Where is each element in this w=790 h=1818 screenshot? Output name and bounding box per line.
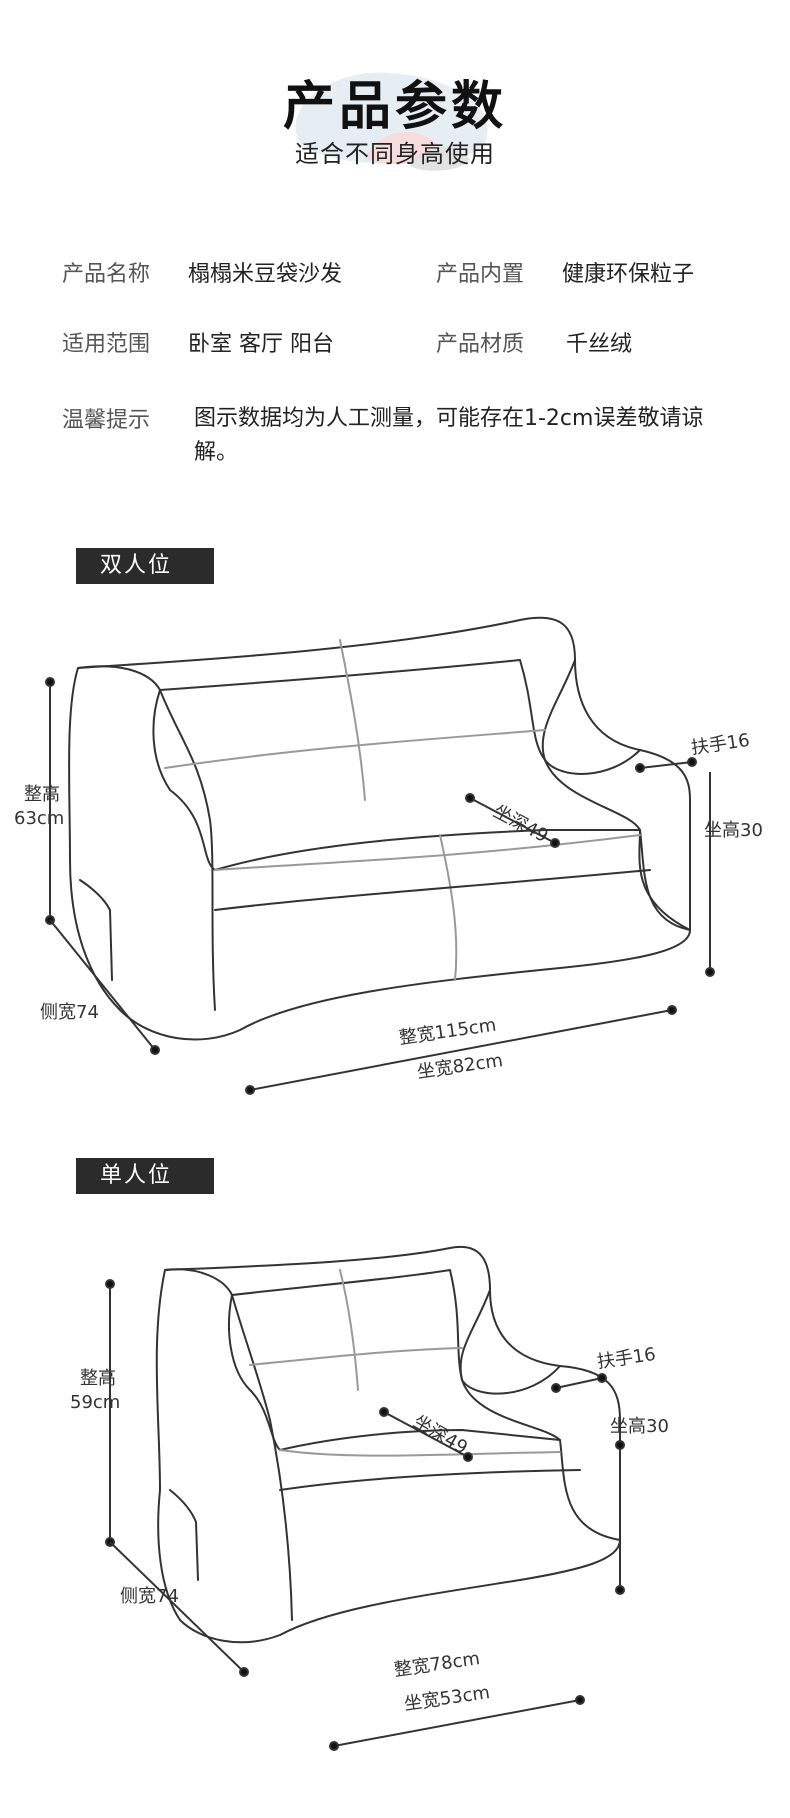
double-seat-depth: 坐深49 (490, 801, 552, 847)
single-seat-height: 坐高30 (610, 1416, 669, 1437)
single-height-value: 59cm (70, 1392, 120, 1413)
double-side-width: 侧宽74 (40, 1002, 99, 1023)
double-sofa-seat (214, 829, 691, 931)
material-label: 产品材质 (436, 332, 525, 357)
header-decor-shape (295, 72, 488, 171)
single-armrest: 扶手16 (596, 1344, 657, 1373)
scope-value: 卧室 客厅 阳台 (188, 332, 334, 357)
single-seat-width: 坐宽53cm (403, 1682, 491, 1715)
double-sofa-left-arm (77, 665, 216, 1011)
single-sofa-seat (279, 1429, 561, 1451)
name-label: 产品名称 (62, 262, 151, 287)
single-sofa-outline (155, 1245, 621, 1644)
double-height-label: 整高 (24, 784, 60, 805)
section-tag-double: 双人位 (76, 548, 214, 584)
double-total-width: 整宽115cm (398, 1015, 498, 1049)
single-sofa-left-arm (164, 1268, 293, 1621)
single-seat-depth: 坐深49 (410, 1411, 472, 1459)
fill-value: 健康环保粒子 (562, 262, 695, 287)
tip-text: 图示数据均为人工测量，可能存在1-2cm误差敬请谅解。 (194, 406, 704, 465)
material-value: 千丝绒 (566, 332, 633, 357)
double-armrest: 扶手16 (690, 730, 751, 759)
tip-label: 温馨提示 (62, 408, 151, 433)
single-height-label: 整高 (80, 1368, 116, 1389)
double-sofa-right-arm (541, 659, 641, 775)
fill-label: 产品内置 (436, 262, 525, 287)
single-total-width: 整宽78cm (393, 1648, 481, 1681)
double-seat-height: 坐高30 (704, 820, 763, 841)
single-sofa-right-arm (459, 1289, 561, 1395)
double-sofa-back-seam (164, 729, 546, 769)
double-sofa-diagram: 整高 63cm 侧宽74 整宽115cm 坐宽82cm 坐深49 扶手16 坐高… (14, 616, 763, 1095)
single-side-width: 侧宽74 (120, 1586, 179, 1607)
page-title: 产品参数 (282, 77, 507, 137)
section-tag-single: 单人位 (76, 1158, 214, 1194)
page-header: 产品参数 适合不同身高使用 (0, 0, 790, 200)
double-height-value: 63cm (14, 808, 64, 829)
page-subtitle: 适合不同身高使用 (295, 140, 495, 168)
single-sofa-diagram: 整高 59cm 侧宽74 整宽78cm 坐宽53cm 坐深49 扶手16 坐高3… (70, 1245, 669, 1751)
scope-label: 适用范围 (62, 332, 151, 357)
name-value: 榻榻米豆袋沙发 (188, 262, 343, 287)
double-sofa-outline (68, 616, 691, 1041)
